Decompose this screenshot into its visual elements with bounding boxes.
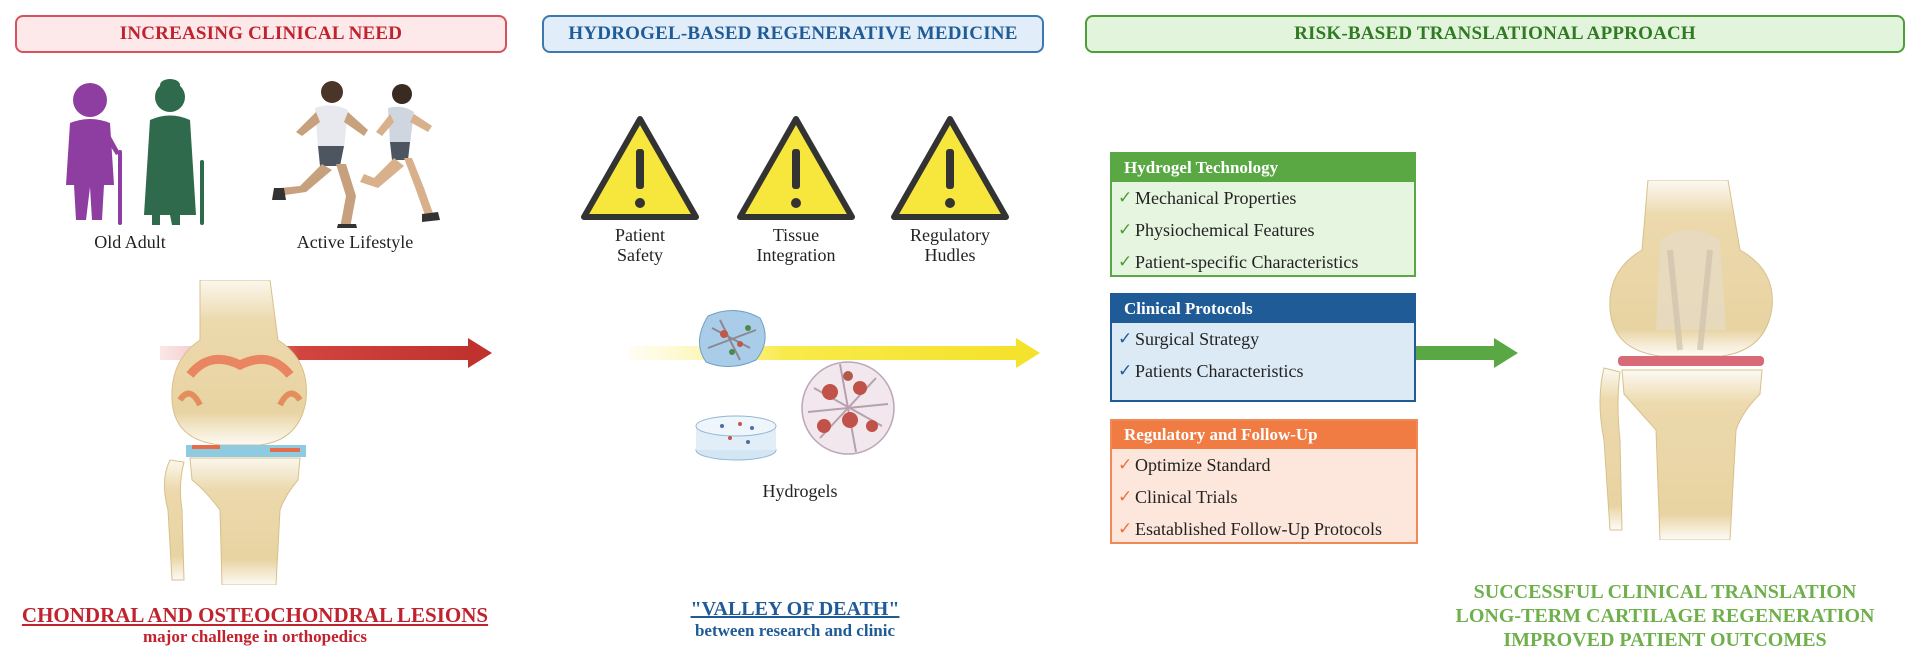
regulatory-hurdles-warning-icon	[891, 116, 1009, 220]
runners-icon	[272, 81, 440, 228]
patient-safety-warning-icon	[581, 116, 699, 220]
regulatory-follow-up-box: Regulatory and Follow-Up ✓Optimize Stand…	[1110, 419, 1418, 544]
check-icon: ✓	[1118, 487, 1133, 506]
hydrogel-technology-title: Hydrogel Technology	[1112, 154, 1414, 182]
green-arrow-icon	[1416, 338, 1518, 368]
valley-subtitle: between research and clinic	[694, 621, 896, 640]
box-list-item: ✓Physiochemical Features	[1118, 219, 1315, 240]
valley-of-death-caption: "VALLEY OF DEATH" between research and c…	[655, 597, 935, 641]
check-icon: ✓	[1118, 519, 1133, 538]
hydrogels-illustration-icon	[695, 310, 895, 461]
clinical-need-header: INCREASING CLINICAL NEED	[15, 15, 507, 53]
healthy-knee-joint-icon	[1599, 180, 1773, 540]
check-icon: ✓	[1118, 455, 1133, 474]
elderly-people-icon	[66, 79, 204, 225]
regenerative-medicine-header: HYDROGEL-BASED REGENERATIVE MEDICINE	[542, 15, 1044, 53]
old-adult-label: Old Adult	[94, 232, 166, 252]
translational-approach-header: RISK-BASED TRANSLATIONAL APPROACH	[1085, 15, 1905, 53]
lesions-subtitle: major challenge in orthopedics	[143, 627, 367, 646]
box-list-item: ✓Esatablished Follow-Up Protocols	[1118, 518, 1382, 539]
outcomes-caption: SUCCESSFUL CLINICAL TRANSLATION LONG-TER…	[1430, 580, 1900, 652]
check-icon: ✓	[1118, 188, 1133, 207]
clinical-protocols-box: Clinical Protocols ✓Surgical Strategy ✓P…	[1110, 293, 1416, 402]
lesions-title: CHONDRAL AND OSTEOCHONDRAL LESIONS	[21, 603, 489, 627]
regulatory-follow-up-title: Regulatory and Follow-Up	[1112, 421, 1416, 449]
box-list-item: ✓Clinical Trials	[1118, 486, 1238, 507]
check-icon: ✓	[1118, 252, 1133, 271]
check-icon: ✓	[1118, 329, 1133, 348]
lesions-caption: CHONDRAL AND OSTEOCHONDRAL LESIONS major…	[15, 603, 495, 647]
box-list-item: ✓Mechanical Properties	[1118, 187, 1297, 208]
outcome-line: LONG-TERM CARTILAGE REGENERATION	[1455, 605, 1875, 627]
box-list-item: ✓Patients Characteristics	[1118, 360, 1304, 381]
box-list-item: ✓Optimize Standard	[1118, 454, 1271, 475]
active-lifestyle-label: Active Lifestyle	[296, 232, 414, 252]
outcome-line: IMPROVED PATIENT OUTCOMES	[1503, 629, 1827, 651]
box-list-item: ✓Surgical Strategy	[1118, 328, 1260, 349]
check-icon: ✓	[1118, 361, 1133, 380]
check-icon: ✓	[1118, 220, 1133, 239]
hydrogel-technology-box: Hydrogel Technology ✓Mechanical Properti…	[1110, 152, 1416, 277]
damaged-knee-joint-icon	[164, 280, 307, 585]
clinical-protocols-title: Clinical Protocols	[1112, 295, 1414, 323]
tissue-integration-warning-icon	[737, 116, 855, 220]
hydrogels-label: Hydrogels	[762, 481, 838, 501]
valley-title: "VALLEY OF DEATH"	[690, 598, 900, 620]
outcome-line: SUCCESSFUL CLINICAL TRANSLATION	[1473, 581, 1857, 603]
box-list-item: ✓Patient-specific Characteristics	[1118, 251, 1359, 272]
